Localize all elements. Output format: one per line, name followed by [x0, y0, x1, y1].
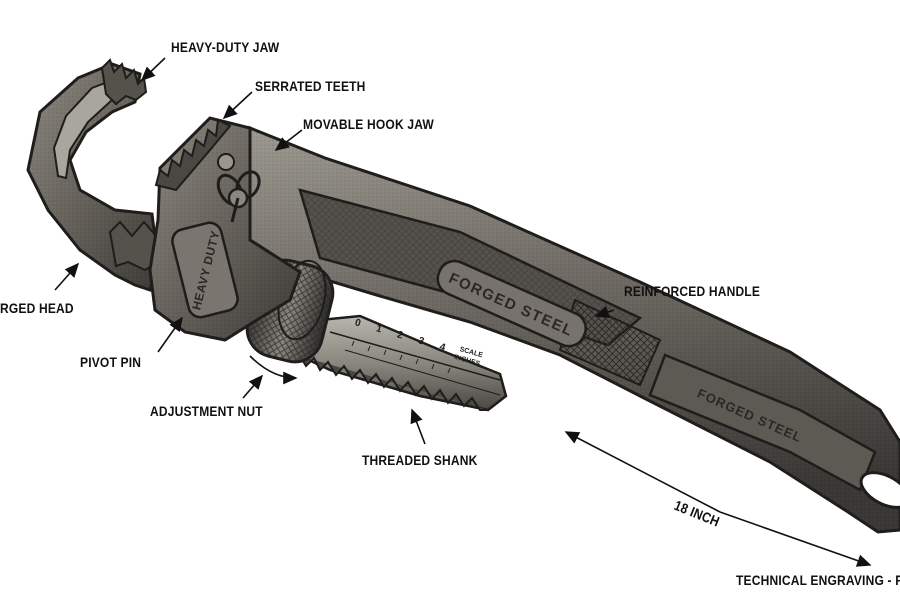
scale-number-1: 1 — [375, 323, 384, 335]
label-movable-hook-jaw: MOVABLE HOOK JAW — [303, 116, 434, 132]
scale-number-2: 2 — [396, 329, 405, 341]
scale-number-4: 4 — [438, 342, 447, 354]
movable-hook-jaw: HEAVY DUTY — [148, 116, 302, 342]
spring-clip — [216, 170, 261, 223]
label-heavy-duty-jaw: HEAVY-DUTY JAW — [171, 39, 280, 55]
label-threaded-shank: THREADED SHANK — [362, 452, 478, 468]
scale-number-0: 0 — [354, 317, 363, 329]
scale-ticks — [351, 340, 451, 374]
serrated-teeth — [154, 118, 232, 192]
heavy-duty-jaw-teeth — [100, 58, 148, 106]
label-technical-engraving: TECHNICAL ENGRAVING - PIP — [736, 572, 900, 588]
scale-number-3: 3 — [417, 335, 426, 347]
pivot-pin — [217, 153, 235, 171]
label-reinforced-handle: REINFORCED HANDLE — [624, 283, 761, 299]
threaded-shank: 0 1 2 3 4 SCALE INCHES — [298, 314, 508, 412]
leader-lines — [54, 57, 872, 567]
hang-hole — [859, 471, 900, 509]
shank-threads — [299, 355, 488, 411]
label-pivot-pin: PIVOT PIN — [80, 354, 142, 370]
forged-head — [26, 58, 160, 292]
label-adjustment-nut: ADJUSTMENT NUT — [150, 403, 263, 419]
label-serrated-teeth: SERRATED TEETH — [255, 78, 366, 94]
label-forged-head: RGED HEAD — [0, 300, 74, 316]
